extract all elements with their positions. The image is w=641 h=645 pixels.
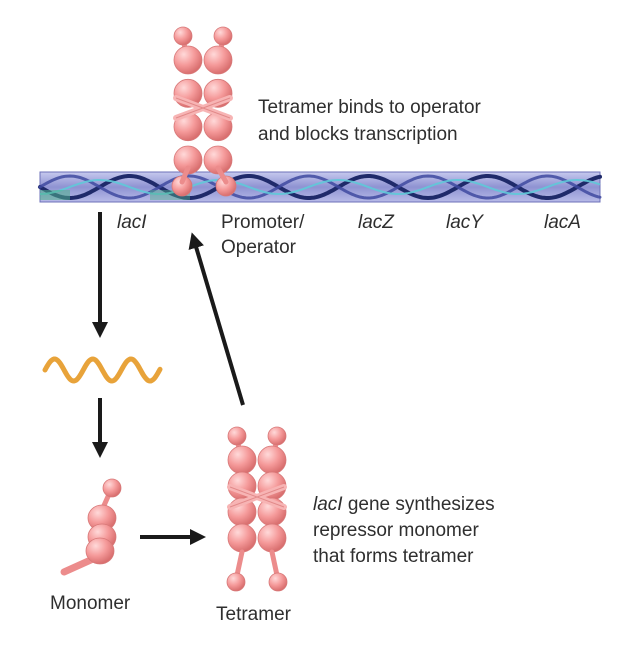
repressor-monomer	[60, 478, 122, 576]
gene-label-laci: lacI	[117, 212, 147, 233]
tetramer-bound-to-operator	[171, 26, 237, 197]
caption-top-line2: and blocks transcription	[258, 124, 458, 145]
gene-label-promoter: Promoter/	[221, 212, 305, 233]
monomer-label: Monomer	[50, 593, 131, 614]
caption-bottom-line3: that forms tetramer	[313, 546, 474, 567]
tetramer-label: Tetramer	[216, 604, 291, 625]
gene-label-operator: Operator	[221, 237, 296, 258]
caption-bottom-line1-rest: gene synthesizes	[342, 494, 495, 515]
caption-bottom-line2: repressor monomer	[313, 520, 479, 541]
tetramer-free	[226, 426, 288, 592]
binding-arrow	[188, 232, 245, 406]
gene-label-lacy: lacY	[446, 212, 483, 233]
mrna-wave	[42, 356, 163, 384]
caption-bottom-line1: lacI gene synthesizes	[313, 493, 495, 516]
dna-strand	[38, 171, 602, 203]
caption-top-line1: Tetramer binds to operator	[258, 97, 481, 118]
gene-label-lacz: lacZ	[358, 212, 394, 233]
caption-bottom-gene: lacI	[313, 494, 343, 515]
gene-label-laca: lacA	[544, 212, 581, 233]
